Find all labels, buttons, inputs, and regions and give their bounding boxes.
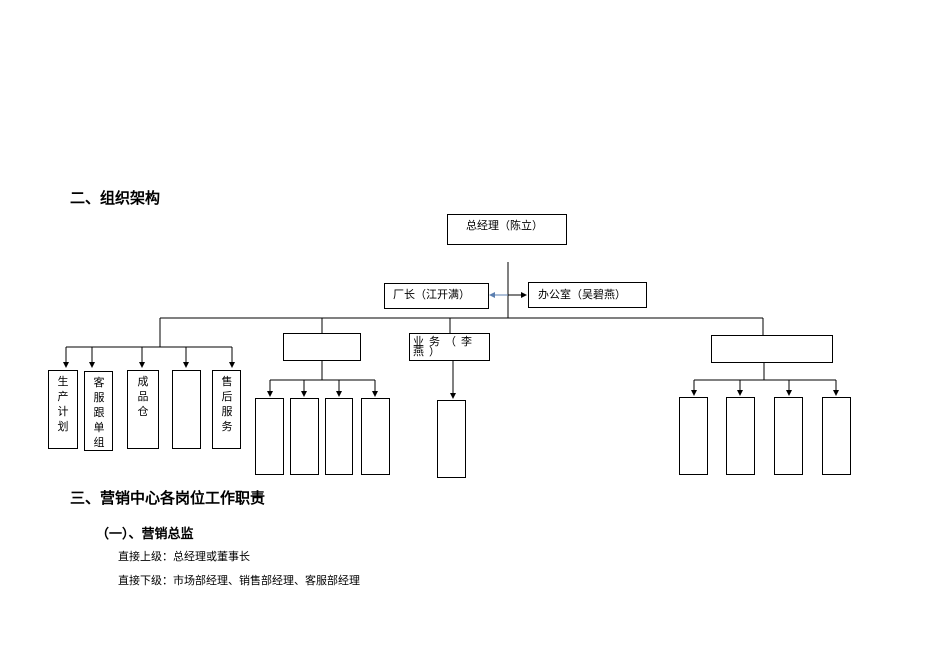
- factory-child-box-4: [172, 370, 201, 449]
- dept-left-child-box-2: [290, 398, 319, 475]
- direct-subordinate-text: 直接下级：市场部经理、销售部经理、客服部经理: [118, 574, 360, 587]
- office-label: 办公室（吴碧燕）: [538, 288, 626, 301]
- sales-child-box: [437, 400, 466, 478]
- department-box-left: [283, 333, 361, 361]
- factory-box: [384, 283, 489, 309]
- factory-child-box-2: [84, 371, 113, 451]
- subsection-title-marketing-director: （一）、营销总监: [96, 527, 194, 542]
- factory-child-box-3: [127, 370, 159, 449]
- factory-child-box-1: [48, 370, 78, 449]
- dept-right-child-box-1: [679, 397, 708, 475]
- section-title-job-duties: 三、营销中心各岗位工作职责: [70, 489, 266, 507]
- dept-left-child-box-3: [325, 398, 353, 475]
- factory-child-label-1: 生产计划: [57, 375, 69, 433]
- factory-child-label-5: 售后服务: [221, 375, 233, 433]
- gm-box: [447, 214, 567, 245]
- department-box-right: [711, 335, 833, 363]
- dept-left-child-box-1: [255, 398, 284, 475]
- factory-child-label-3: 成品仓: [137, 375, 149, 418]
- factory-label: 厂长（江开满）: [393, 288, 470, 301]
- sales-label: 业务（李燕）: [413, 335, 477, 358]
- dept-right-child-box-4: [822, 397, 851, 475]
- dept-right-child-box-3: [774, 397, 803, 475]
- dept-left-child-box-4: [361, 398, 390, 475]
- factory-child-box-5: [212, 370, 241, 449]
- dept-right-child-box-2: [726, 397, 755, 475]
- gm-label: 总经理（陈立）: [466, 219, 543, 232]
- section-title-org-structure: 二、组织架构: [70, 189, 161, 207]
- office-box: [528, 282, 647, 308]
- sales-box: 业务（李燕）: [409, 333, 490, 361]
- direct-superior-text: 直接上级：总经理或董事长: [118, 550, 250, 563]
- factory-child-label-2: 客服跟单组: [93, 376, 105, 449]
